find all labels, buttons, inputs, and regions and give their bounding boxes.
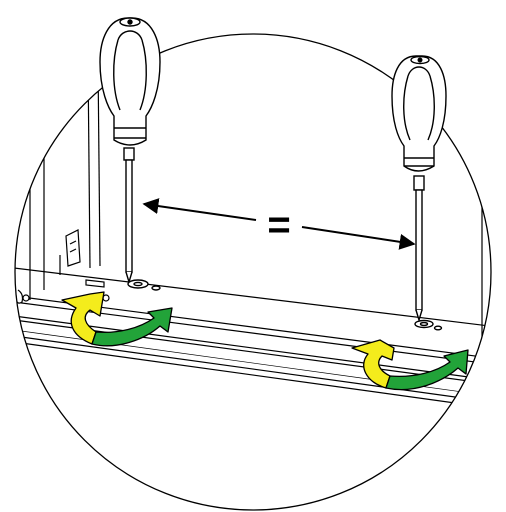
equal-spacing-label: = — [267, 203, 290, 247]
screwdriver-icon — [391, 55, 447, 331]
rail-end-detail — [15, 279, 110, 304]
double-headed-arrow-icon — [142, 198, 416, 250]
hinge-bracket — [65, 229, 81, 267]
cabinet-side-panel — [29, 59, 101, 300]
rotate-arrow-icon — [351, 339, 469, 391]
rotate-arrow-icon — [61, 291, 173, 347]
detail-circle — [14, 33, 492, 511]
screwdriver-icon — [99, 17, 161, 291]
